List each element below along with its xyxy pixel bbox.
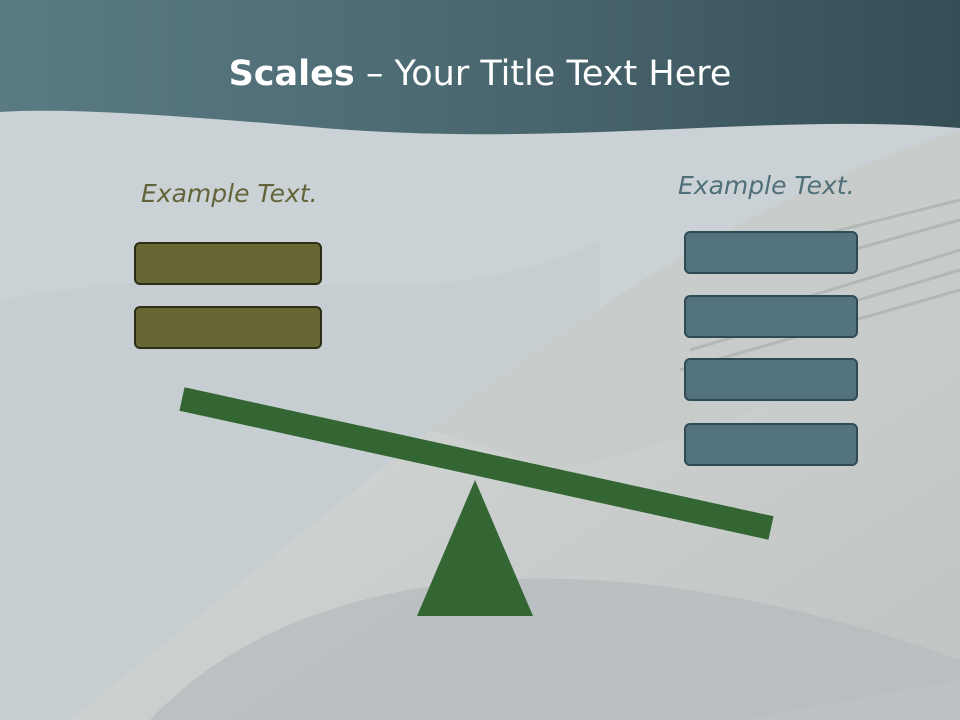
left-weight-box[interactable] [134,306,322,349]
title-bold-part: Scales [228,54,355,94]
left-weight-box[interactable] [134,242,322,285]
right-weight-box[interactable] [684,423,858,466]
right-weight-box[interactable] [684,295,858,338]
right-weight-box[interactable] [684,231,858,274]
left-group-label: Example Text. [141,179,318,208]
scale-fulcrum [417,480,533,616]
slide-title: Scales – Your Title Text Here [0,52,960,96]
title-rest-part: – Your Title Text Here [354,54,732,94]
scale-beam [179,387,774,540]
right-weight-box[interactable] [684,358,858,401]
right-group-label: Example Text. [678,171,855,200]
